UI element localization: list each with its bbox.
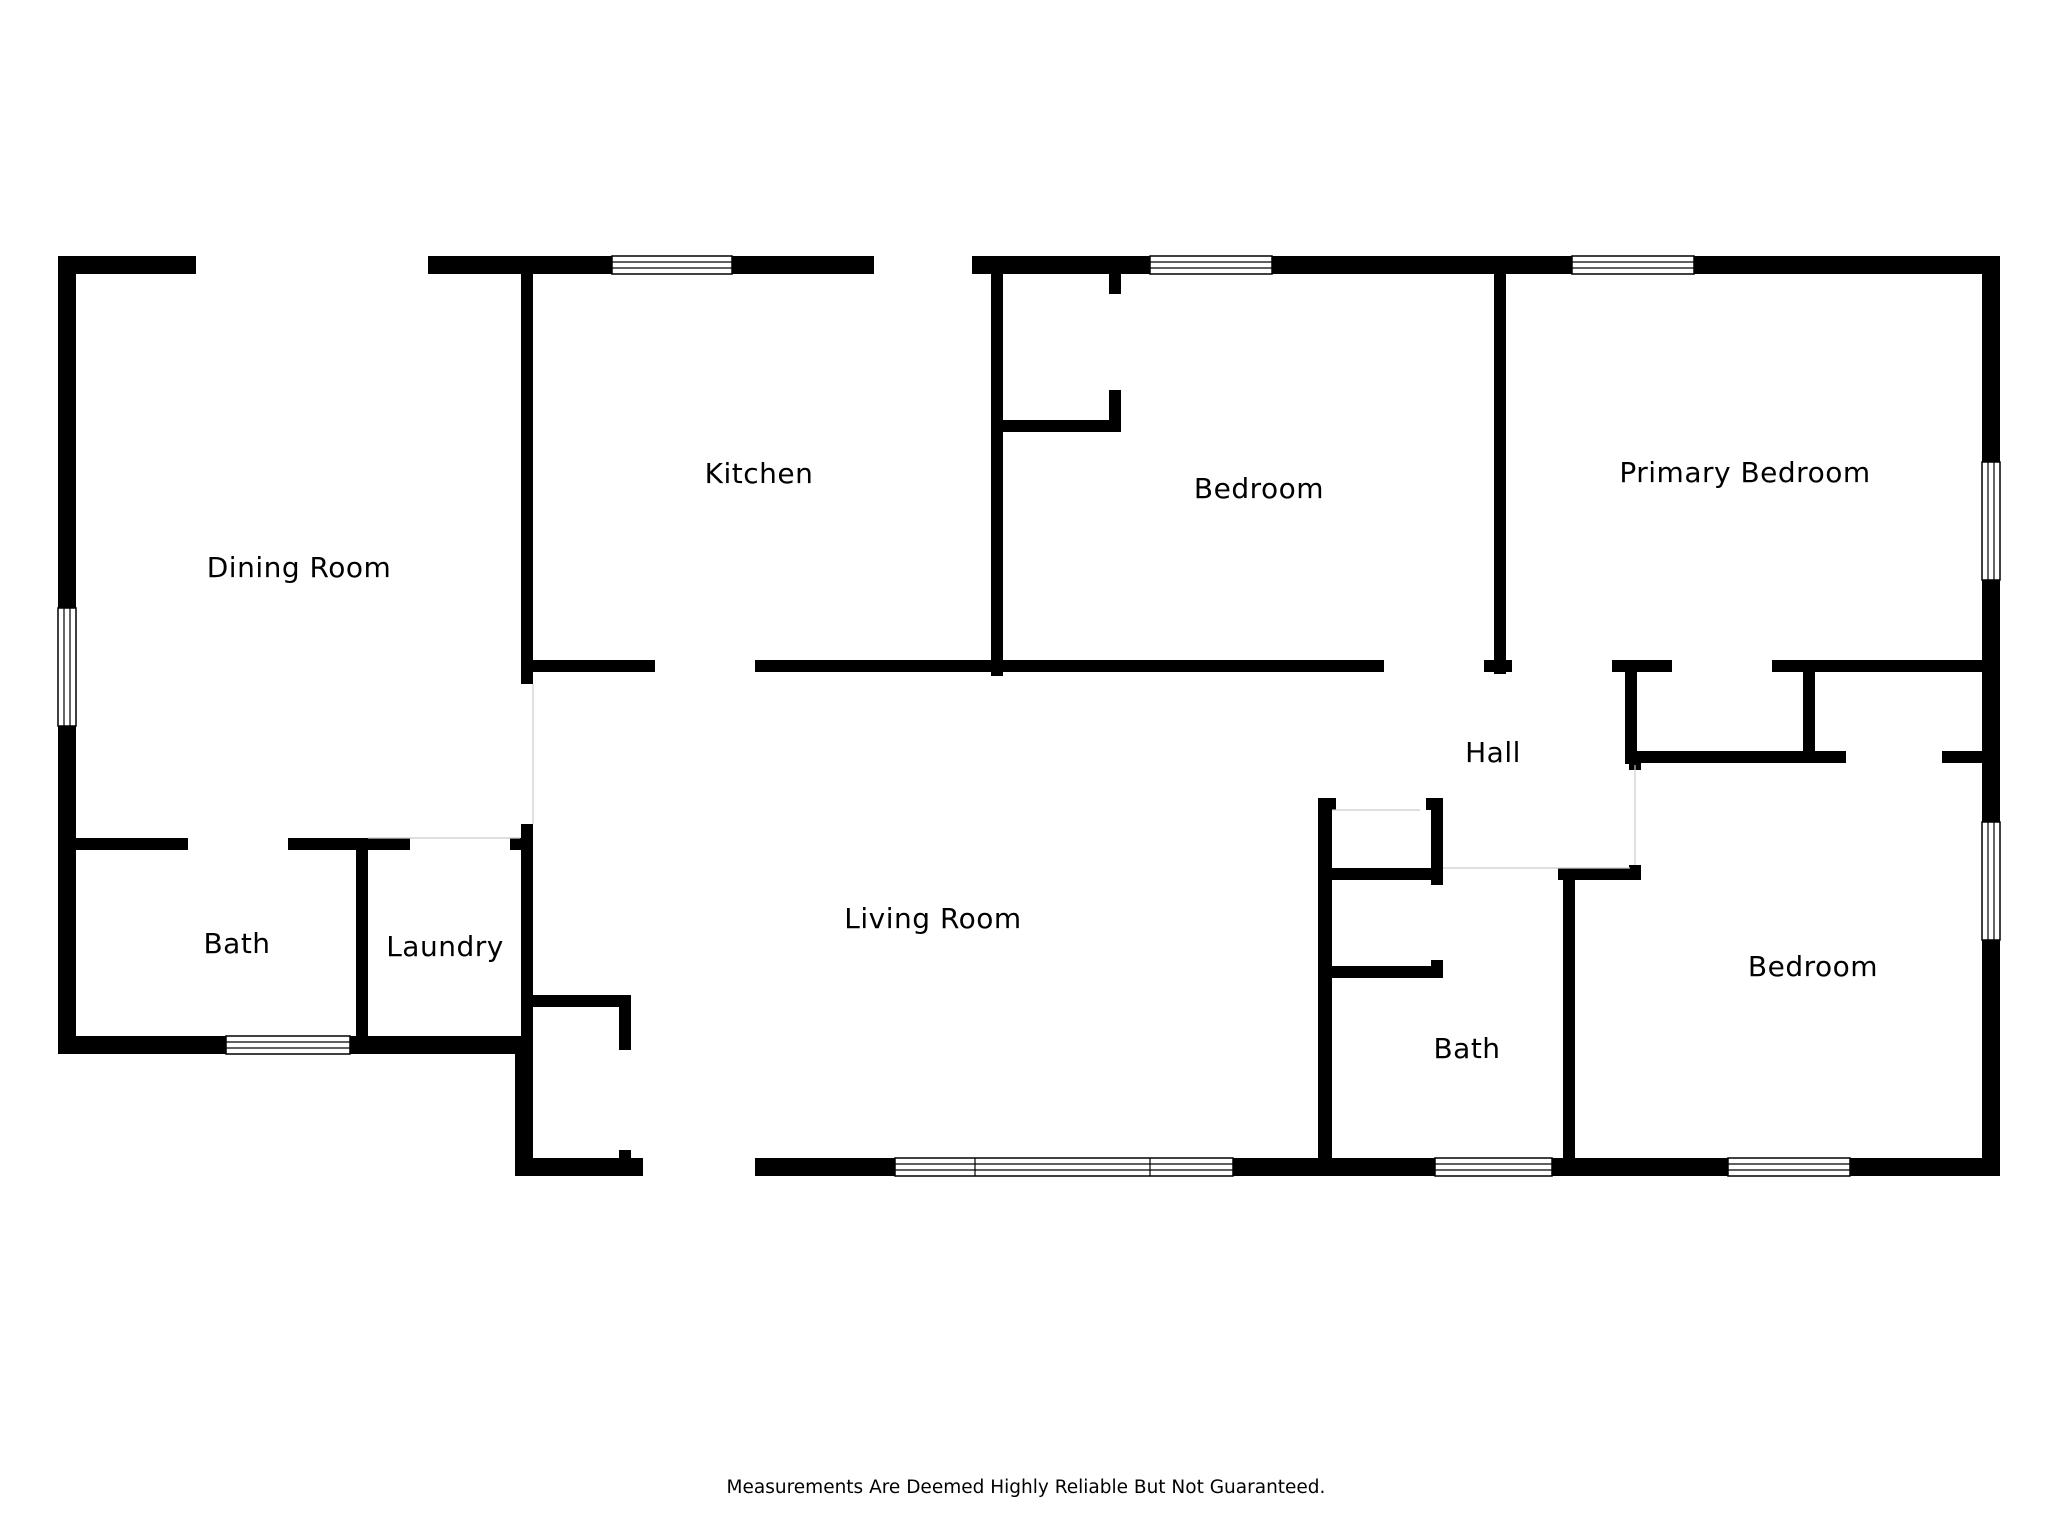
room-labels: Dining Room Kitchen Bedroom Primary Bedr… (203, 456, 1878, 1065)
room-label-bedroom-2: Bedroom (1748, 950, 1878, 983)
window-dining-left (57, 607, 77, 727)
room-label-bedroom-1: Bedroom (1194, 472, 1324, 505)
window-primary-top (1571, 255, 1695, 275)
room-label-bath-1: Bath (203, 927, 270, 960)
window-bedroom-top (1149, 255, 1273, 275)
window-living-bottom (894, 1157, 1234, 1177)
door-guides (368, 684, 1636, 869)
room-label-living-room: Living Room (844, 902, 1021, 935)
window-kitchen (611, 255, 733, 275)
window-bedroom2-bottom (1727, 1157, 1851, 1177)
window-bath-bottom (225, 1035, 351, 1055)
interior-walls (58, 264, 1993, 1170)
window-bedroom2-right (1981, 821, 2001, 941)
room-label-bath-2: Bath (1433, 1032, 1500, 1065)
room-label-dining-room: Dining Room (207, 551, 392, 584)
room-label-primary-bedroom: Primary Bedroom (1619, 456, 1870, 489)
door-openings (188, 254, 1942, 1178)
windows (57, 255, 2001, 1177)
window-primary-right (1981, 461, 2001, 581)
disclaimer: Measurements Are Deemed Highly Reliable … (727, 1477, 1326, 1498)
window-bath2-bottom (1434, 1157, 1553, 1177)
room-label-kitchen: Kitchen (705, 457, 814, 490)
room-label-laundry: Laundry (386, 930, 504, 963)
room-label-hall: Hall (1465, 736, 1521, 769)
